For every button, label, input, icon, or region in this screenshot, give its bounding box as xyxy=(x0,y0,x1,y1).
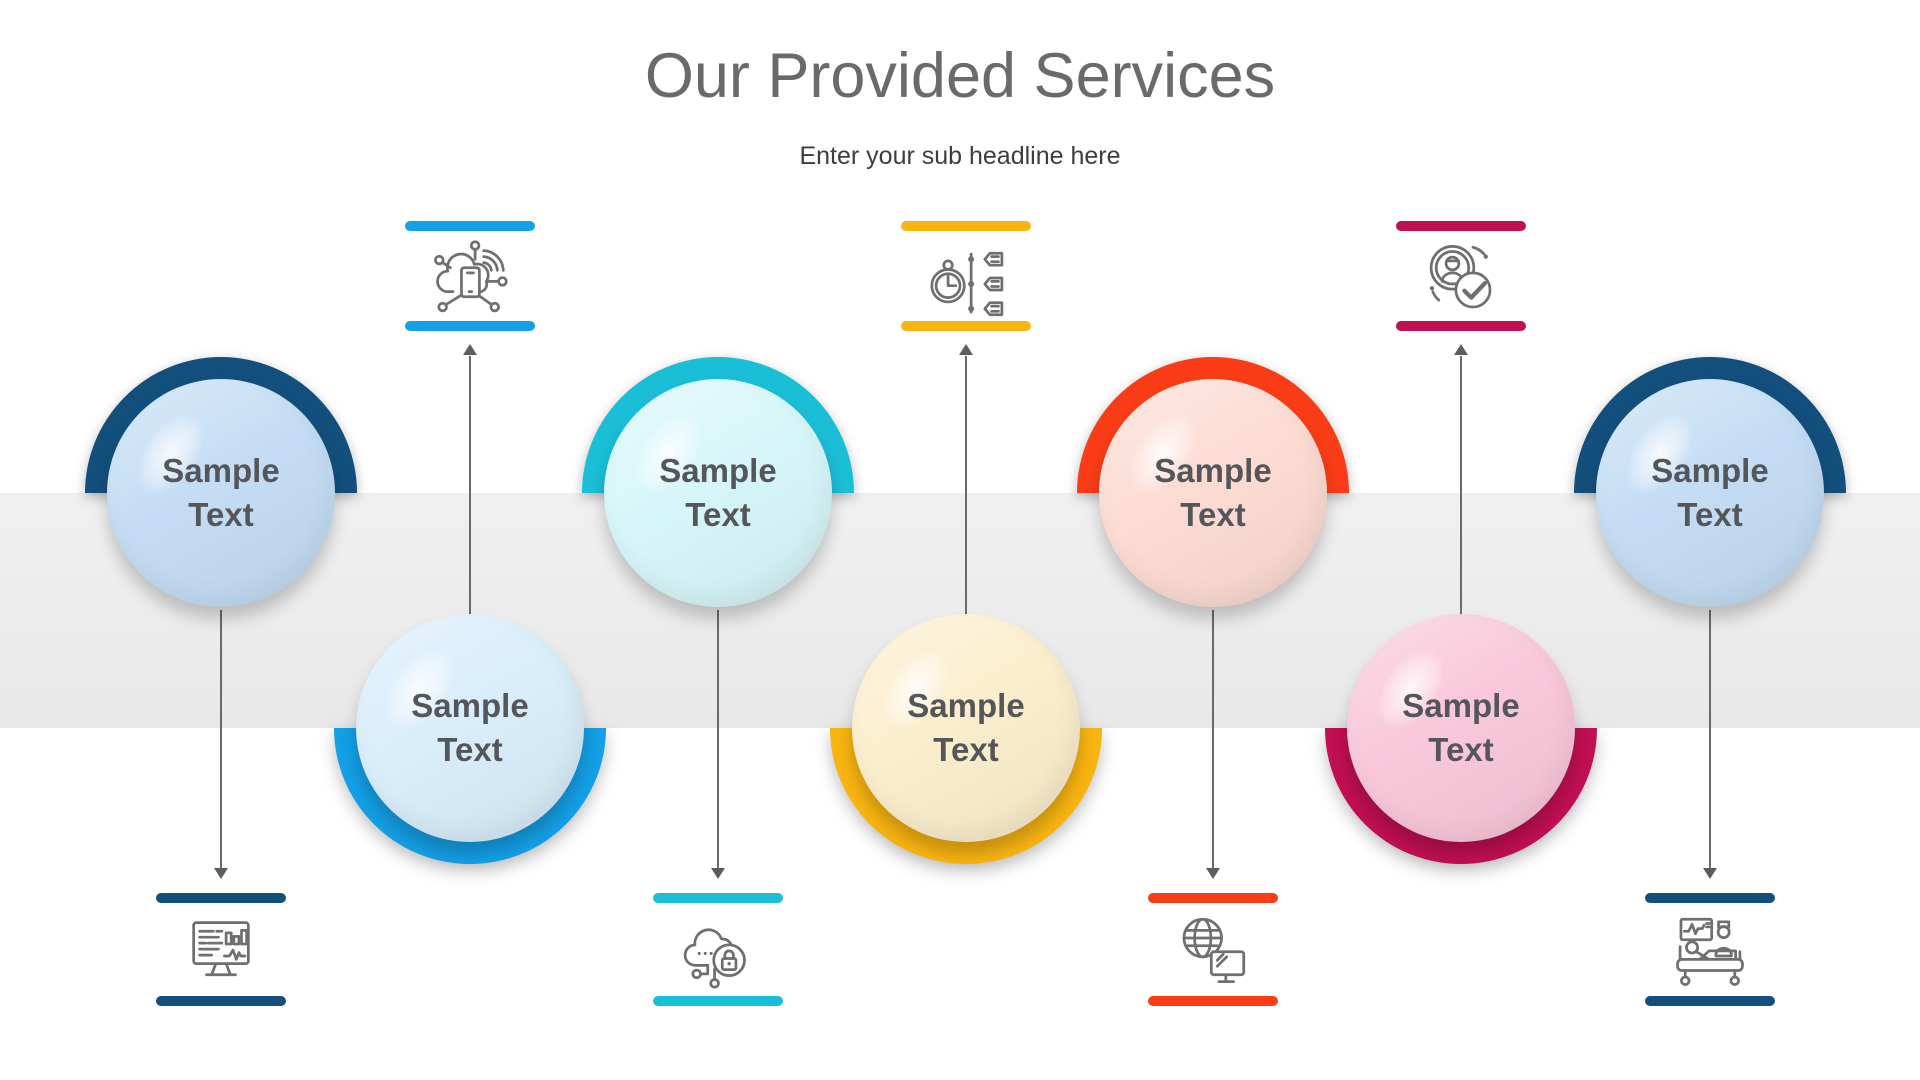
icon-bar-top xyxy=(1645,893,1775,903)
service-circle xyxy=(1596,379,1824,607)
icon-bar-top xyxy=(653,893,783,903)
icon-bar-top xyxy=(1148,893,1278,903)
patient-care-icon xyxy=(1665,909,1755,991)
connector-line xyxy=(1460,356,1462,614)
service-circle xyxy=(1347,614,1575,842)
arrow-head-down xyxy=(1703,868,1717,879)
connector-line xyxy=(1212,610,1214,868)
icon-bar-bottom xyxy=(901,321,1031,331)
arrow-head-down xyxy=(214,868,228,879)
service-label: Sample Text xyxy=(1402,687,1520,768)
page-title: Our Provided Services xyxy=(644,41,1276,111)
arrow-head-up xyxy=(463,344,477,355)
icon-bar-bottom xyxy=(1645,996,1775,1006)
arrow-head-up xyxy=(959,344,973,355)
service-circle xyxy=(852,614,1080,842)
cloud-security-icon xyxy=(673,909,763,991)
service-circle xyxy=(107,379,335,607)
icon-bar-bottom xyxy=(1396,321,1526,331)
service-label: Sample Text xyxy=(1154,452,1272,533)
service-label: Sample Text xyxy=(907,687,1025,768)
icon-bar-top xyxy=(156,893,286,903)
connector-line xyxy=(469,356,471,614)
icon-bar-bottom xyxy=(1148,996,1278,1006)
page-subtitle: Enter your sub headline here xyxy=(799,142,1121,170)
global-network-icon xyxy=(1168,909,1258,991)
user-verified-icon xyxy=(1416,237,1506,319)
service-label: Sample Text xyxy=(1651,452,1769,533)
monitor-analytics-icon xyxy=(176,909,266,991)
icon-bar-top xyxy=(1396,221,1526,231)
icon-bar-top xyxy=(405,221,535,231)
time-management-icon xyxy=(921,237,1011,319)
connector-line xyxy=(1709,610,1711,868)
arrow-head-up xyxy=(1454,344,1468,355)
icon-bar-bottom xyxy=(156,996,286,1006)
connector-line xyxy=(717,610,719,868)
cloud-mobile-network-icon xyxy=(425,237,515,319)
icon-bar-top xyxy=(901,221,1031,231)
connector-line xyxy=(220,610,222,868)
service-label: Sample Text xyxy=(659,452,777,533)
service-circle xyxy=(1099,379,1327,607)
arrow-head-down xyxy=(711,868,725,879)
icon-bar-bottom xyxy=(653,996,783,1006)
service-circle xyxy=(604,379,832,607)
service-label: Sample Text xyxy=(411,687,529,768)
icon-bar-bottom xyxy=(405,321,535,331)
service-circle xyxy=(356,614,584,842)
connector-line xyxy=(965,356,967,614)
arrow-head-down xyxy=(1206,868,1220,879)
service-label: Sample Text xyxy=(162,452,280,533)
